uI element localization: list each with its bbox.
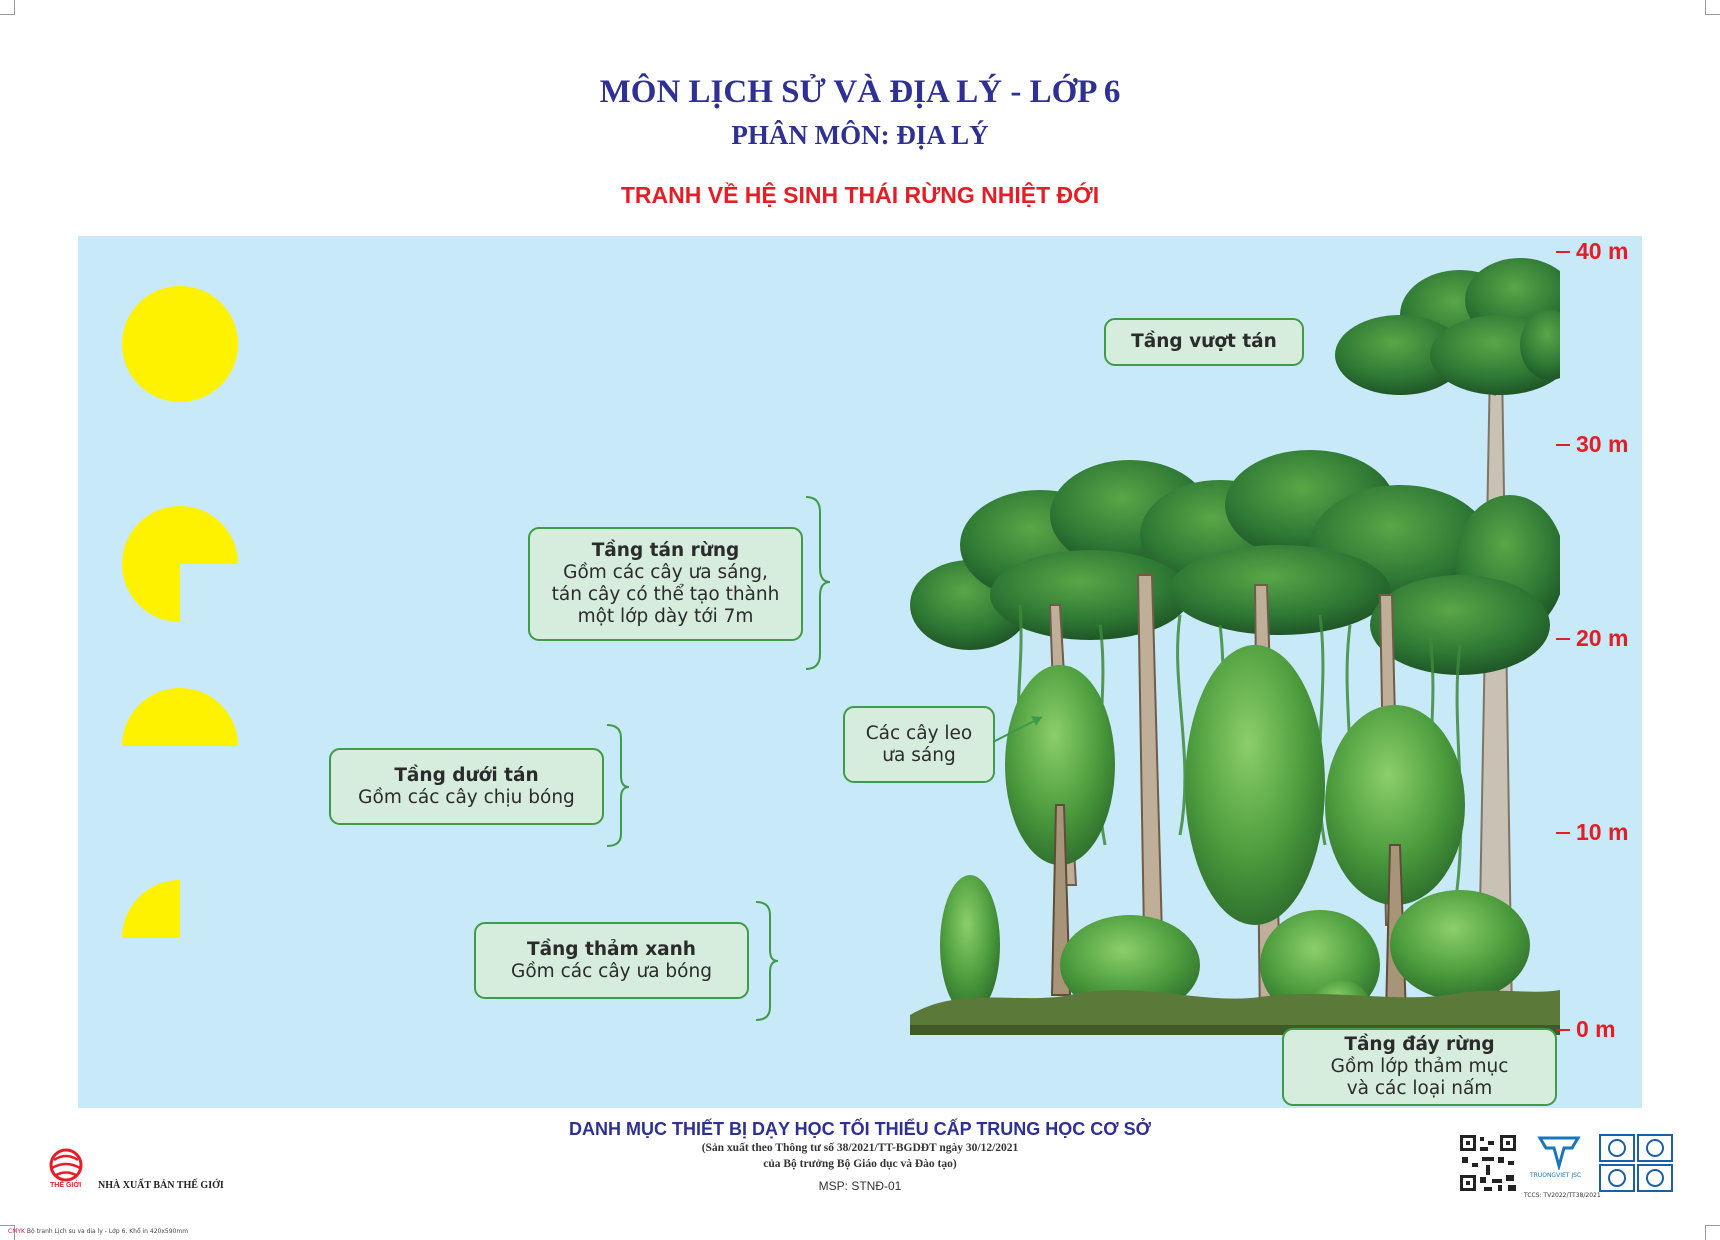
label-climbers-line-1: Các cây leo: [865, 722, 973, 744]
qr-code-icon: [1458, 1133, 1518, 1193]
publisher-logo-icon: [49, 1148, 83, 1182]
crop-mark-top-right: [1705, 0, 1720, 15]
label-canopy-line-3: một lớp dày tới 7m: [577, 606, 754, 627]
publisher-name: NHÀ XUẤT BẢN THẾ GIỚI: [98, 1180, 224, 1191]
page-subtitle: PHÂN MÔN: ĐỊA LÝ: [731, 120, 989, 150]
product-code: MSP: STNĐ-01: [818, 1179, 902, 1193]
label-climbers: Các cây leo ưa sáng: [843, 706, 995, 783]
tccs-code: TCCS: TV2022/TT38/2021: [1524, 1192, 1601, 1199]
crop-mark-bottom-right: [1705, 1225, 1720, 1240]
label-floor-line-2: và các loại nấm: [1346, 1078, 1493, 1099]
sun-diagrams: [122, 286, 238, 938]
scale-tick-30: [1556, 444, 1570, 446]
label-shrub-layer: Tầng thảm xanh Gồm các cây ưa bóng: [474, 922, 749, 999]
scale-tick-0: [1556, 1029, 1570, 1031]
canopy-brace: [805, 496, 831, 670]
company-logo-icon: [1537, 1136, 1581, 1170]
climbers-arrow-head: [1031, 716, 1042, 726]
forest-illustration: [910, 258, 1560, 1035]
scale-label-20: 20 m: [1576, 625, 1629, 651]
label-floor-line-1: Gồm lớp thảm mục: [1330, 1056, 1509, 1077]
cmyk-mark: CMYK: [8, 1228, 25, 1235]
crop-mark-top-left: [0, 0, 15, 15]
company-name: TRUONGVIET JSC: [1530, 1172, 1582, 1179]
iso-badges-icon: [1599, 1134, 1673, 1192]
label-emergent-title: Tầng vượt tán: [1131, 331, 1277, 352]
scale-tick-40: [1556, 251, 1570, 253]
understory-brace: [606, 724, 630, 847]
label-canopy-line-1: Gồm các cây ưa sáng,: [563, 562, 768, 583]
footer-title: DANH MỤC THIẾT BỊ DẠY HỌC TỐI THIỂU CẤP …: [568, 1119, 1152, 1139]
footer-ministry: của Bộ trưởng Bộ Giáo dục và Đào tạo): [763, 1158, 957, 1170]
label-emergent-layer: Tầng vượt tán: [1104, 318, 1304, 366]
scale-label-10: 10 m: [1576, 819, 1629, 845]
sun-icon-full: [122, 286, 238, 402]
label-shrub-title: Tầng thảm xanh: [527, 938, 696, 960]
scale-label-0: 0 m: [1576, 1016, 1616, 1042]
scale-label-40: 40 m: [1576, 238, 1629, 264]
label-canopy-title: Tầng tán rừng: [591, 540, 740, 561]
label-climbers-line-2: ưa sáng: [882, 744, 956, 766]
scale-label-30: 30 m: [1576, 431, 1629, 457]
label-floor-title: Tầng đáy rừng: [1344, 1034, 1495, 1055]
print-note-text: Bộ tranh Lịch su va dia ly - Lớp 6. Khổ …: [26, 1228, 189, 1235]
print-note: CMYK Bộ tranh Lịch su va dia ly - Lớp 6.…: [8, 1228, 188, 1235]
poster-title: TRANH VỀ HỆ SINH THÁI RỪNG NHIỆT ĐỚI: [620, 182, 1100, 208]
sun-icon-half: [122, 688, 238, 746]
scale-tick-10: [1556, 832, 1570, 834]
label-understory-desc: Gồm các cây chịu bóng: [358, 786, 575, 808]
label-canopy-line-2: tán cây có thể tạo thành: [551, 584, 780, 605]
publisher-logo-text: THẾ GIỚI: [50, 1182, 82, 1189]
sun-icon-three-quarter: [122, 506, 238, 622]
shrub-brace: [755, 901, 779, 1021]
label-canopy-layer: Tầng tán rừng Gồm các cây ưa sáng, tán c…: [528, 527, 803, 641]
label-understory-layer: Tầng dưới tán Gồm các cây chịu bóng: [329, 748, 604, 825]
footer-regulation: (Sản xuất theo Thông tư số 38/2021/TT-BG…: [701, 1142, 1019, 1154]
label-understory-title: Tầng dưới tán: [394, 764, 539, 786]
label-shrub-desc: Gồm các cây ưa bóng: [511, 960, 712, 982]
sun-icon-quarter: [122, 880, 180, 938]
scale-tick-20: [1556, 638, 1570, 640]
crop-mark-bottom-left: [0, 1225, 15, 1240]
page-title: MÔN LỊCH SỬ VÀ ĐỊA LÝ - LỚP 6: [599, 74, 1121, 110]
label-floor-layer: Tầng đáy rừng Gồm lớp thảm mục và các lo…: [1282, 1028, 1557, 1106]
